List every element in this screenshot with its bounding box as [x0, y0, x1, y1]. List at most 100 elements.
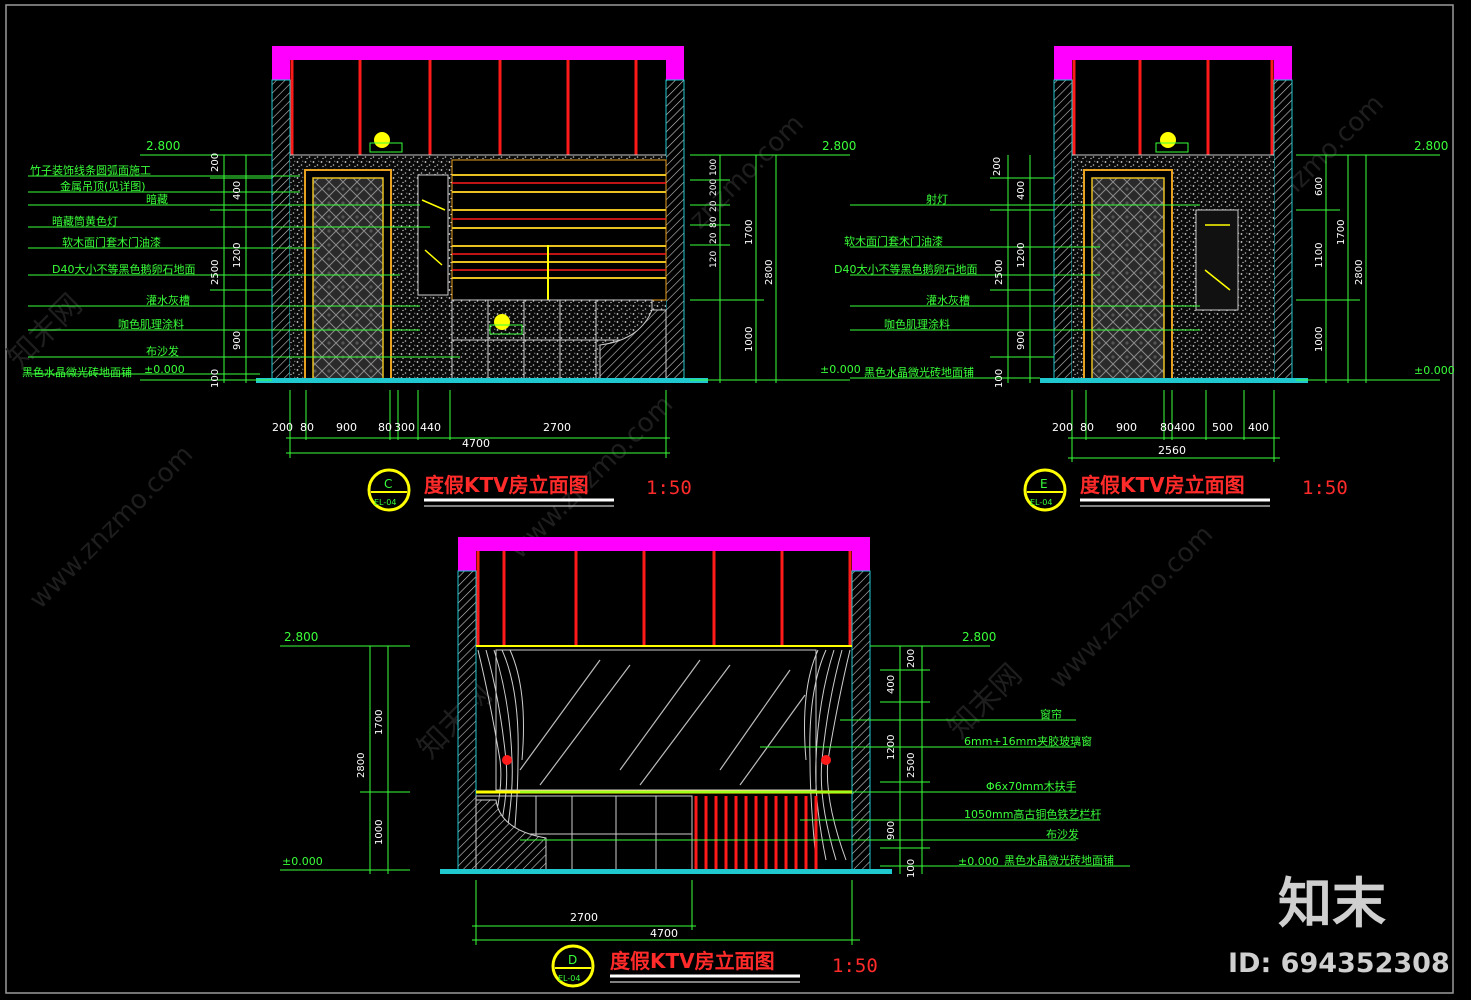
- ceiling-beam: [272, 46, 684, 60]
- dim-bottom: 400: [1248, 421, 1269, 434]
- annotation: 6mm+16mm夹胶玻璃窗: [964, 734, 1092, 748]
- annotation: D40大小不等黑色鹅卵石地面: [52, 262, 195, 276]
- dim-bottom: 400: [1174, 421, 1195, 434]
- view-marker-letter: C: [384, 477, 392, 491]
- dim-right: 1000: [744, 327, 755, 352]
- dim-right: 600: [1314, 177, 1325, 196]
- annotation: D40大小不等黑色鹅卵石地面: [834, 262, 977, 276]
- dim-left: 900: [1016, 331, 1027, 350]
- view-marker-sheet: EL-04: [1030, 498, 1052, 507]
- dim-right: 100: [906, 859, 917, 878]
- upper-panels: [290, 60, 638, 155]
- view-marker-letter: E: [1040, 477, 1048, 491]
- dim-right: 2500: [906, 753, 917, 778]
- dim-bottom: 300: [394, 421, 415, 434]
- dim-bottom: 80: [378, 421, 392, 434]
- annotation: 咖色肌理涂料: [118, 317, 184, 331]
- annotation: 射灯: [926, 192, 948, 206]
- drawing-scale: 1:50: [646, 477, 692, 499]
- annotation: 软木面门套木门油漆: [62, 235, 161, 249]
- wall-niche: [1195, 209, 1239, 311]
- level-top-label-right: 2.800: [962, 630, 996, 644]
- dim-right: 400: [886, 675, 897, 694]
- elevation-c-labels: 2.800 2.800 ±0.000 竹子装饰线条圆弧面施工 金属吊顶(见详图)…: [22, 139, 856, 512]
- dim-right: 1000: [1314, 327, 1325, 352]
- elevation-d-labels: 2.800 2.800 ±0.000 ±0.000 窗帘 6mm+16mm夹胶玻…: [282, 630, 1114, 988]
- dim-bottom: 200: [272, 421, 293, 434]
- curtain-tieback-left: [502, 755, 512, 765]
- dim-bottom: 500: [1212, 421, 1233, 434]
- wall-niche: [417, 174, 449, 296]
- view-marker-sheet: EL-04: [374, 498, 396, 507]
- dim-left: 1700: [374, 710, 385, 735]
- level-top-label-right: 2.800: [822, 139, 856, 153]
- sofa-arm: [599, 309, 667, 381]
- dim-bottom: 2700: [543, 421, 571, 434]
- dim-right: 900: [886, 821, 897, 840]
- view-marker-letter: D: [568, 953, 577, 967]
- wall-left: [271, 79, 291, 381]
- level-zero-label: ±0.000: [282, 855, 323, 868]
- sheet-border: [5, 4, 1454, 994]
- upper-panels: [476, 551, 852, 646]
- annotation: 暗藏筒黄色灯: [52, 214, 118, 228]
- annotation: 咖色肌理涂料: [884, 317, 950, 331]
- door-panel: [312, 177, 384, 381]
- level-zero-label: ±0.000: [144, 363, 185, 376]
- annotation: Φ6x70mm木扶手: [986, 779, 1077, 793]
- ceiling-beam: [458, 537, 870, 551]
- level-top-label: 2.800: [146, 139, 180, 153]
- dim-left: 2500: [994, 260, 1005, 285]
- dim-bottom: 80: [300, 421, 314, 434]
- level-zero-label-right: ±0.000: [958, 855, 999, 868]
- elevation-e-labels: 2.800 ±0.000 ±0.000 射灯 软木面门套木门油漆 D40大小不等…: [820, 139, 1455, 512]
- dim-right: 1100: [1314, 243, 1325, 268]
- dim-right: 20: [709, 200, 719, 212]
- wall-left: [457, 570, 477, 872]
- wall-left: [1053, 79, 1073, 381]
- dim-bottom-total: 2560: [1158, 444, 1186, 457]
- dim-right: 1200: [886, 735, 897, 760]
- drawing-title: 度假KTV房立面图: [424, 473, 589, 497]
- dim-right: 20: [709, 232, 719, 244]
- annotation: 灌水灰槽: [146, 293, 190, 307]
- view-marker: [551, 944, 595, 988]
- annotation: 软木面门套木门油漆: [844, 234, 943, 248]
- dim-left: 1200: [232, 243, 243, 268]
- dim-bottom-total: 4700: [650, 927, 678, 940]
- brand-id: ID: 694352308: [1228, 948, 1450, 979]
- annotation: 黑色水晶微光砖地面铺: [864, 365, 974, 379]
- annotation: 窗帘: [1040, 707, 1062, 721]
- dim-left-total: 2800: [356, 753, 367, 778]
- view-marker: [1023, 468, 1067, 512]
- dim-bottom: 440: [420, 421, 441, 434]
- dim-bottom: 900: [336, 421, 357, 434]
- view-marker-sheet: EL-04: [558, 974, 580, 983]
- dim-left: 1000: [374, 820, 385, 845]
- drawing-scale: 1:50: [1302, 477, 1348, 499]
- dim-bottom-total: 4700: [462, 437, 490, 450]
- dim-left: 200: [210, 153, 221, 172]
- annotation: 黑色水晶微光砖地面铺: [22, 365, 132, 379]
- annotation: 灌水灰槽: [926, 293, 970, 307]
- wall-right: [665, 79, 685, 381]
- dim-left: 1200: [1016, 243, 1027, 268]
- annotation: 竹子装饰线条圆弧面施工: [30, 163, 151, 177]
- brand: 知末 ID: 694352308: [1228, 872, 1450, 979]
- drawing-title: 度假KTV房立面图: [610, 949, 775, 973]
- dim-bottom: 80: [1080, 421, 1094, 434]
- dim-bottom: 200: [1052, 421, 1073, 434]
- drawing-title: 度假KTV房立面图: [1080, 473, 1245, 497]
- dim-bottom: 80: [1160, 421, 1174, 434]
- sofa-arm: [475, 799, 547, 871]
- dim-left: 2500: [210, 260, 221, 285]
- view-marker: [367, 468, 411, 512]
- annotation: 布沙发: [146, 344, 179, 358]
- level-zero-label: ±0.000: [820, 363, 861, 376]
- annotation: 金属吊顶(见详图): [60, 179, 146, 193]
- dim-right: 200: [709, 179, 719, 196]
- annotation: 1050mm高古铜色铁艺栏杆: [964, 807, 1101, 821]
- dim-bottom: 900: [1116, 421, 1137, 434]
- level-top-label: 2.800: [284, 630, 318, 644]
